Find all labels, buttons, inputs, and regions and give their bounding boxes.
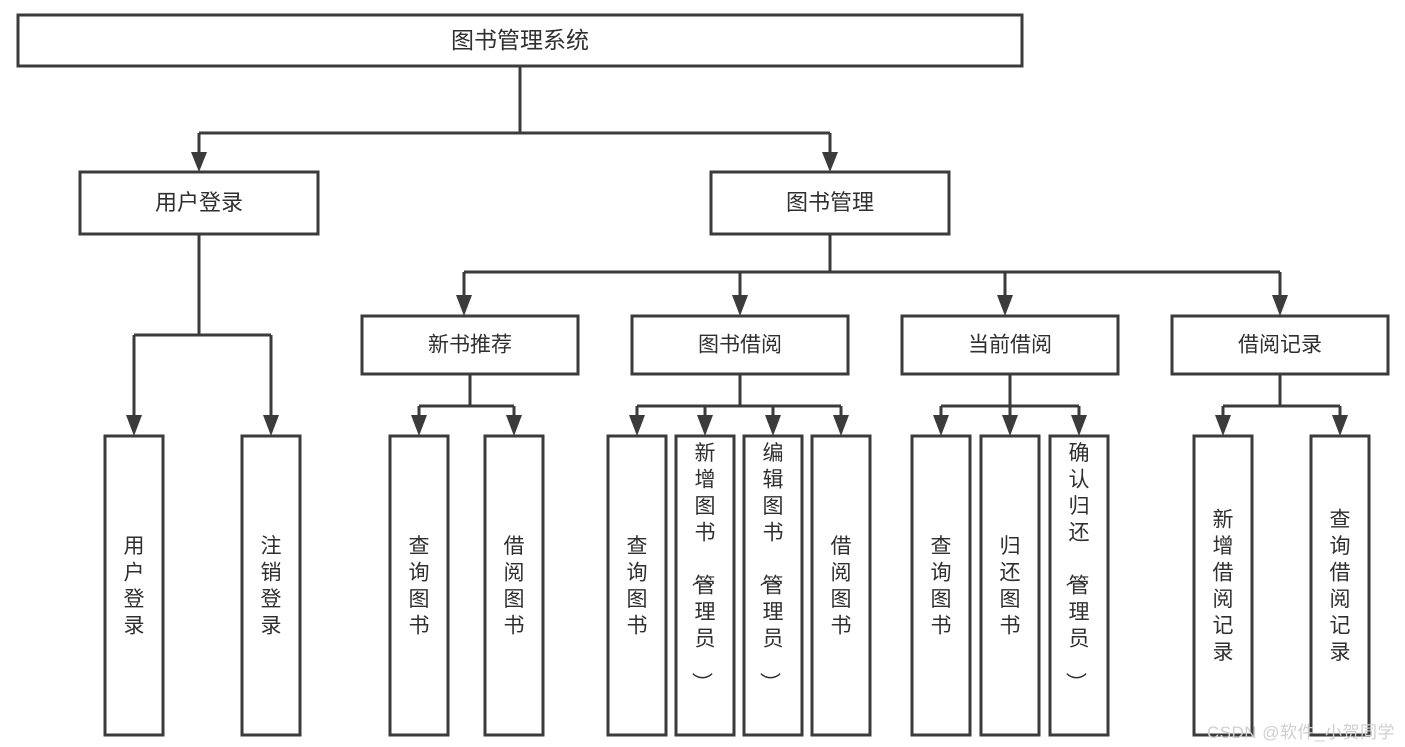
- leaf-node[interactable]: 查询图书: [606, 434, 668, 737]
- leaf-node[interactable]: 借阅图书: [810, 434, 872, 737]
- leaf-label: 确认归还（管理员）: [1064, 442, 1090, 693]
- leaf-node[interactable]: 查询图书: [910, 434, 972, 737]
- leaf-label: 新增图书（管理员）: [690, 442, 716, 693]
- node-user-login-label: 用户登录: [155, 190, 243, 215]
- connector-book-borrow-to-leaves: [629, 374, 849, 436]
- leaf-label: 查询借阅记录: [1330, 508, 1351, 664]
- node-book-manage-label: 图书管理: [786, 190, 874, 215]
- leaf-label: 用户登录: [124, 535, 145, 638]
- leaf-node[interactable]: 查询借阅记录: [1309, 434, 1371, 737]
- connector-user-login-to-leaves: [126, 234, 279, 436]
- leaf-node[interactable]: 新增图书（管理员）: [674, 434, 736, 737]
- node-new-book-recommend[interactable]: 新书推荐: [360, 314, 580, 376]
- leaf-node[interactable]: 查询图书: [388, 434, 450, 737]
- leaf-node[interactable]: 编辑图书（管理员）: [742, 434, 804, 737]
- connector-root-to-level1: [191, 66, 838, 172]
- leaf-label: 编辑图书（管理员）: [758, 442, 784, 693]
- leaf-label: 查询图书: [931, 535, 952, 638]
- node-book-borrow[interactable]: 图书借阅: [630, 314, 850, 376]
- node-root-label: 图书管理系统: [451, 27, 589, 53]
- leaf-label: 归还图书: [1000, 535, 1021, 638]
- leaf-node[interactable]: 确认归还（管理员）: [1048, 434, 1110, 737]
- node-borrow-record[interactable]: 借阅记录: [1170, 314, 1390, 376]
- node-root[interactable]: 图书管理系统: [16, 13, 1024, 68]
- leaf-label: 借阅图书: [831, 535, 852, 638]
- node-book-manage[interactable]: 图书管理: [709, 170, 951, 236]
- node-current-borrow-label: 当前借阅: [968, 334, 1052, 357]
- leaf-label: 借阅图书: [504, 535, 525, 638]
- connector-new-book-to-leaves: [411, 374, 522, 436]
- connector-book-manage-to-level2: [456, 234, 1288, 316]
- node-new-book-recommend-label: 新书推荐: [428, 334, 512, 357]
- leaf-node[interactable]: 注销登录: [240, 434, 302, 737]
- leaf-label: 新增借阅记录: [1213, 508, 1234, 664]
- leaf-label: 查询图书: [627, 535, 648, 638]
- node-borrow-record-label: 借阅记录: [1238, 334, 1322, 357]
- connector-current-borrow-to-leaves: [933, 374, 1087, 436]
- connector-borrow-record-to-leaves: [1215, 374, 1348, 436]
- node-book-borrow-label: 图书借阅: [698, 334, 782, 357]
- node-current-borrow[interactable]: 当前借阅: [900, 314, 1120, 376]
- node-user-login[interactable]: 用户登录: [78, 170, 320, 236]
- leaf-label: 查询图书: [409, 535, 430, 638]
- leaf-node[interactable]: 归还图书: [979, 434, 1041, 737]
- leaf-node[interactable]: 借阅图书: [483, 434, 545, 737]
- leaf-label: 注销登录: [261, 535, 282, 638]
- leaf-node[interactable]: 用户登录: [103, 434, 165, 737]
- leaf-node[interactable]: 新增借阅记录: [1192, 434, 1254, 737]
